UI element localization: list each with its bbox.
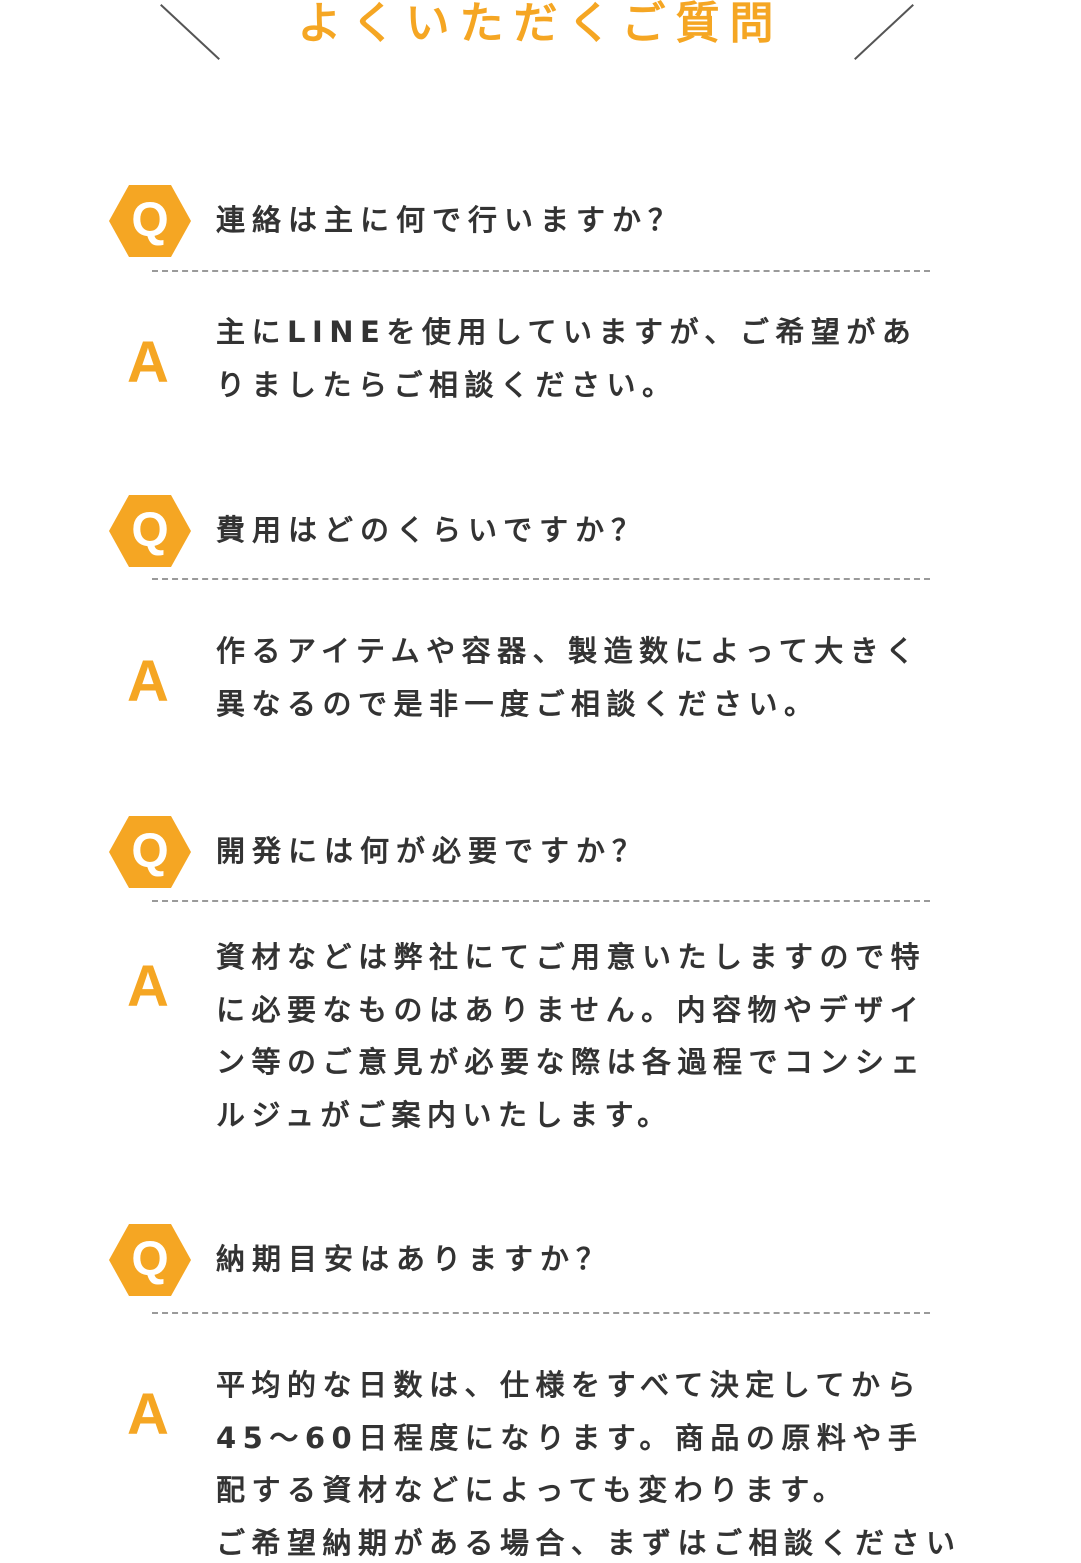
question-row: Q 開発には何が必要ですか？: [108, 815, 968, 889]
question-text: 連絡は主に何で行いますか？: [216, 203, 685, 237]
question-row: Q 連絡は主に何で行いますか？: [108, 184, 968, 258]
question-row: Q 納期目安はありますか？: [108, 1223, 968, 1297]
answer-text: 平均的な日数は、仕様をすべて決定してから 45～60日程度になります。商品の原料…: [216, 1359, 962, 1563]
answer-line: 作るアイテムや容器、製造数によって大きく: [216, 634, 921, 668]
answer-line: ン等のご意見が必要な際は各過程でコンシェ: [216, 1045, 927, 1079]
answer-line: 45～60日程度になります。商品の原料や手: [216, 1420, 924, 1455]
answer-line: 平均的な日数は、仕様をすべて決定してから: [216, 1368, 922, 1402]
answer-line: 異なるので是非一度ご相談ください。: [216, 686, 820, 721]
answer-line: に必要なものはありません。内容物やデザイ: [216, 992, 926, 1027]
answer-letter-icon: A: [127, 649, 169, 714]
q-hexagon-icon: Q: [108, 184, 192, 258]
answer-text: 作るアイテムや容器、製造数によって大きく 異なるので是非一度ご相談ください。: [216, 625, 936, 730]
answer-text: 主にLINEを使用していますが、ご希望があ りましたらご相談ください。: [216, 306, 936, 411]
svg-text:Q: Q: [131, 194, 168, 247]
faq-heading: よくいただくご質問: [0, 0, 1081, 70]
svg-text:Q: Q: [131, 1233, 168, 1286]
answer-line: 資材などは弊社にてご用意いたしますので特: [216, 940, 927, 974]
answer-line: りましたらご相談ください。: [216, 367, 678, 402]
answer-line: ご希望納期がある場合、まずはご相談ください: [216, 1525, 962, 1560]
question-text: 納期目安はありますか？: [216, 1242, 613, 1276]
svg-text:Q: Q: [131, 825, 168, 878]
faq-title: よくいただくご質問: [297, 0, 784, 49]
svg-text:Q: Q: [131, 504, 168, 557]
answer-line: 配する資材などによっても変わります。: [216, 1473, 849, 1507]
answer-line: ルジュがご案内いたします。: [216, 1097, 673, 1132]
q-hexagon-icon: Q: [108, 494, 192, 568]
q-hexagon-icon: Q: [108, 1223, 192, 1297]
question-row: Q 費用はどのくらいですか？: [108, 494, 968, 568]
dashed-divider: [152, 900, 930, 902]
dashed-divider: [152, 578, 930, 580]
answer-line: 主にLINEを使用していますが、ご希望があ: [216, 315, 918, 349]
dashed-divider: [152, 1312, 930, 1314]
answer-letter-icon: A: [127, 1382, 169, 1447]
answer-letter-icon: A: [127, 330, 169, 395]
question-text: 費用はどのくらいですか？: [216, 513, 648, 547]
answer-letter-icon: A: [127, 954, 169, 1019]
question-text: 開発には何が必要ですか？: [216, 834, 649, 868]
dashed-divider: [152, 270, 930, 272]
answer-text: 資材などは弊社にてご用意いたしますので特 に必要なものはありません。内容物やデザ…: [216, 931, 936, 1141]
q-hexagon-icon: Q: [108, 815, 192, 889]
